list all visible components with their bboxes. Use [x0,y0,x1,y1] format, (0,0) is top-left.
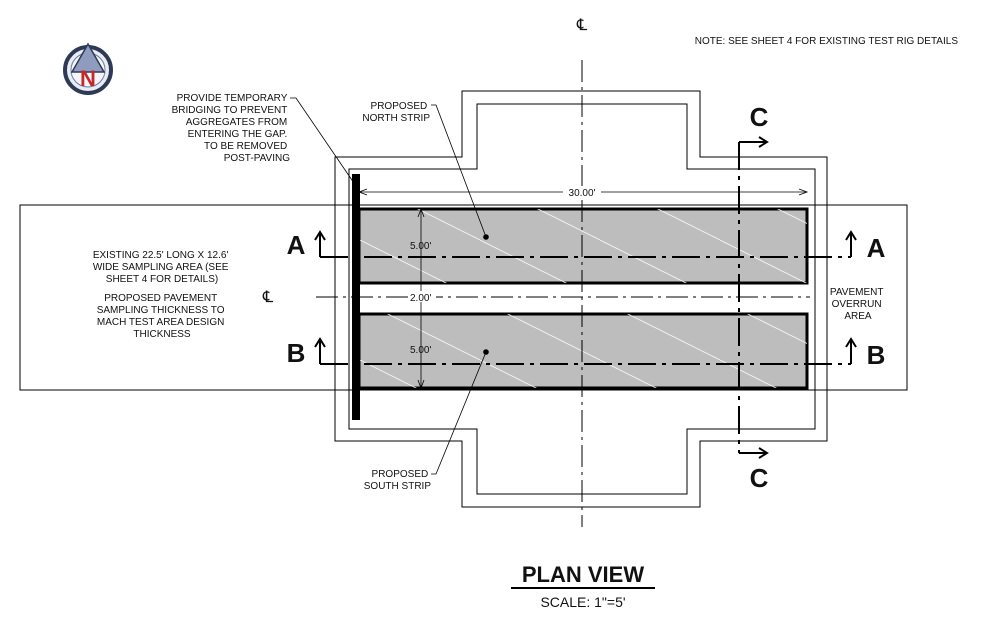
length-dimension: 30.00' [569,188,596,199]
section-a-label-left: A [287,230,306,260]
north-strip-label: PROPOSED NORTH STRIP [362,101,430,124]
overrun-label: PAVEMENT OVERRUN AREA [830,287,886,322]
proposed-thickness-label: PROPOSED PAVEMENT SAMPLING THICKNESS TO … [97,293,228,340]
existing-area-label: EXISTING 22.5' LONG X 12.6' WIDE SAMPLIN… [93,250,231,285]
sheet-note: NOTE: SEE SHEET 4 FOR EXISTING TEST RIG … [695,36,959,47]
bridging-label: PROVIDE TEMPORARY BRIDGING TO PREVENT AG… [172,93,291,164]
section-a-label-right: A [867,233,886,263]
north-letter: N [80,66,96,91]
south-strip-label: PROPOSED SOUTH STRIP [364,469,432,492]
test-rig-outline-inner [348,103,816,495]
test-rig-outline-outer [334,90,828,508]
north-width-dimension: 5.00' [410,241,431,252]
south-strip-leader [431,351,487,475]
section-b-label-left: B [287,338,306,368]
south-width-dimension: 5.00' [410,345,431,356]
section-b-label-right: B [867,340,886,370]
north-strip-leader [431,104,487,238]
drawing-scale: SCALE: 1"=5' [540,594,625,610]
existing-sampling-area [19,204,908,391]
section-c-label-bottom: C [750,463,769,493]
bridging-leader [290,97,357,187]
centerline-symbol-left: ℄ [262,287,274,306]
centerline-symbol-top: ℄ [576,15,588,34]
gap-dimension: 2.00' [410,293,431,304]
drawing-title: PLAN VIEW [522,562,644,587]
north-arrow-icon: N [63,42,113,95]
section-c-label-top: C [750,102,769,132]
